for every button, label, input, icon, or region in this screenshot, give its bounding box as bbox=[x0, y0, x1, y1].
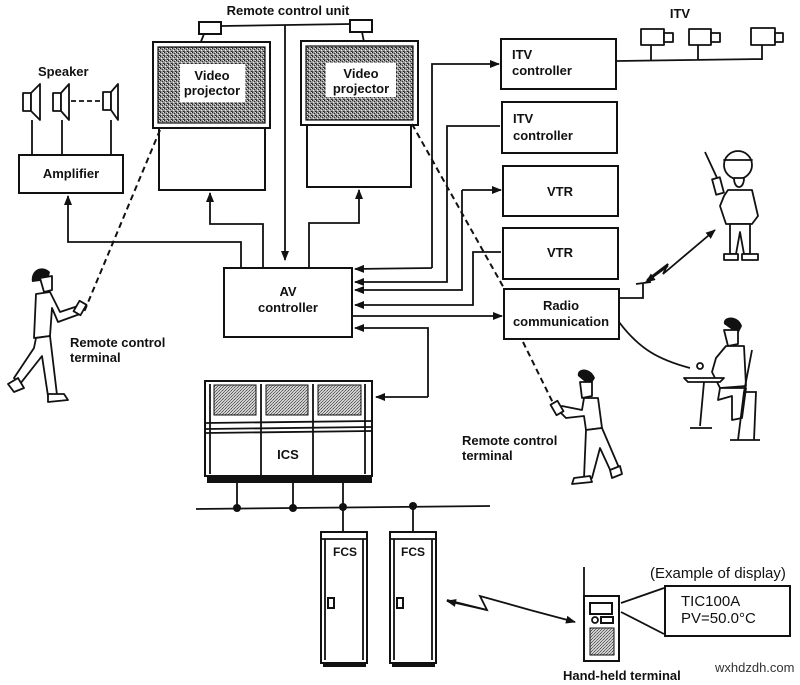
av-controller-label-line2: controller bbox=[258, 300, 318, 315]
vtr-2: VTR bbox=[502, 227, 619, 280]
camera-icon bbox=[640, 28, 674, 46]
remote-link-left bbox=[83, 129, 161, 313]
av-controller-label-line1: AV bbox=[279, 284, 296, 299]
control-bus bbox=[195, 483, 491, 531]
remote-control-terminal-right-label-line1: Remote control bbox=[462, 433, 557, 448]
vtr-1: VTR bbox=[502, 165, 619, 217]
operator-walking-right-icon bbox=[549, 369, 623, 485]
video-projector-2-label-line2: projector bbox=[333, 81, 389, 96]
video-projector-1: Video projector bbox=[152, 41, 271, 191]
itv-controller-2-label-line2: controller bbox=[513, 128, 573, 143]
operator-walking-left-icon bbox=[7, 268, 88, 403]
remote-control-unit: Remote control unit bbox=[198, 3, 373, 261]
fcs-2-label: FCS bbox=[401, 545, 425, 559]
video-projector-1-label-line2: projector bbox=[184, 83, 240, 98]
ics-console: ICS bbox=[204, 380, 373, 483]
itv-controller-1-label-line1: ITV bbox=[512, 47, 533, 62]
remote-control-unit-label: Remote control unit bbox=[227, 3, 350, 18]
speaker-icon bbox=[22, 83, 41, 121]
video-projector-2-label-line1: Video bbox=[343, 66, 378, 81]
itv-controller-1: ITV controller bbox=[500, 38, 617, 90]
itv-controller-1-label-line2: controller bbox=[512, 63, 572, 78]
itv-controller-2: ITV controller bbox=[501, 101, 618, 154]
seated-radio-operator-icon bbox=[618, 317, 760, 441]
watermark: wxhdzdh.com bbox=[714, 660, 794, 675]
amplifier bbox=[18, 154, 124, 194]
fcs-cabinet-1: FCS bbox=[320, 531, 368, 667]
fcs-cabinet-2: FCS bbox=[389, 531, 437, 667]
ics-label: ICS bbox=[277, 447, 299, 462]
itv-label: ITV bbox=[670, 6, 691, 21]
camera-icon bbox=[750, 27, 784, 46]
speaker-icon bbox=[52, 83, 70, 121]
radio-communication-label-line2: communication bbox=[513, 314, 609, 329]
radio-communication: Radio communication bbox=[503, 288, 620, 340]
speaker-icon bbox=[102, 83, 119, 121]
hand-held-terminal-icon bbox=[583, 567, 665, 662]
av-controller: AV controller bbox=[223, 267, 353, 338]
display-line-2: PV=50.0°C bbox=[681, 610, 756, 627]
speaker-label: Speaker bbox=[38, 64, 89, 79]
vtr-2-label: VTR bbox=[547, 245, 574, 260]
radio-communication-label-line1: Radio bbox=[543, 298, 579, 313]
remote-control-terminal-right-label-line2: terminal bbox=[462, 448, 513, 463]
remote-link-upper-right bbox=[411, 123, 506, 291]
vtr-1-label: VTR bbox=[547, 184, 574, 199]
remote-link-lower-right bbox=[522, 341, 555, 406]
video-projector-1-label-line1: Video bbox=[194, 68, 229, 83]
itv-controller-2-label-line1: ITV bbox=[513, 111, 534, 126]
connection-lines bbox=[64, 60, 652, 401]
remote-control-terminal-left-label-line2: terminal bbox=[70, 350, 121, 365]
display-example-caption: (Example of display) bbox=[650, 565, 786, 582]
speaker-group: Speaker Amplifier bbox=[18, 64, 124, 194]
video-projector-2: Video projector bbox=[300, 40, 419, 188]
remote-receiver-left bbox=[198, 21, 222, 35]
remote-control-terminal-left-label-line1: Remote control bbox=[70, 335, 165, 350]
display-example: (Example of display) TIC100A PV=50.0°C bbox=[650, 565, 791, 637]
itv-cameras: ITV bbox=[616, 6, 784, 62]
wireless-link-icon bbox=[646, 229, 716, 281]
remote-receiver-right bbox=[349, 19, 373, 33]
display-line-1: TIC100A bbox=[681, 593, 740, 610]
field-operator-with-radio-icon bbox=[704, 150, 759, 261]
fcs-1-label: FCS bbox=[333, 545, 357, 559]
hand-held-terminal-label: Hand-held terminal bbox=[563, 668, 681, 683]
amplifier-label: Amplifier bbox=[43, 166, 99, 181]
camera-icon bbox=[688, 28, 721, 46]
